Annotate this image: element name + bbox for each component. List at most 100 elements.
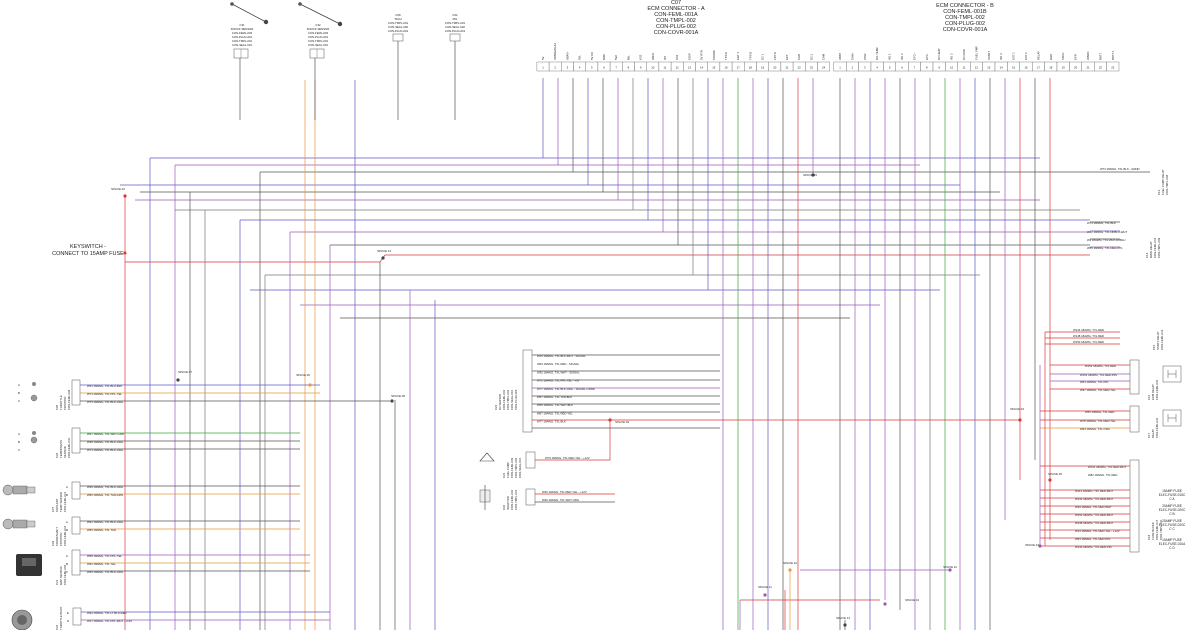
ecm-b-pin-label: INJ 1: [888, 53, 892, 60]
ecm-b-pin-number: 8: [926, 66, 928, 70]
svg-text:A: A: [66, 554, 68, 558]
ecm-a-pin-number: 24: [822, 66, 826, 70]
ecm-b-pin-label: INJ 4: [999, 53, 1003, 60]
svg-text:START RELAY: START RELAY: [1156, 331, 1160, 350]
svg-text:CON-FEML-011: CON-FEML-011: [63, 492, 67, 512]
ecm-a-pin-label: KS2: [639, 54, 643, 60]
ecm-connector-a: C07 ECM CONNECTOR - A CON-FEML-001A CON-…: [536, 0, 830, 72]
svg-text:CON-FEML-008: CON-FEML-008: [67, 389, 71, 410]
c24-line-2: CON-FEML-009: [510, 457, 514, 478]
ecm-b-pin-number: 15: [1012, 66, 1016, 70]
c23-wire-label: W77 18AWG, TXL BLK-ORG - SIGNAL GRND: [537, 387, 595, 391]
c32-line-1: KNOCK SENSOR: [307, 27, 330, 31]
splice-09: SPLICE 09: [608, 418, 629, 424]
svg-text:C26: C26: [55, 452, 59, 458]
ecm-a-pin-label: MIL: [626, 55, 630, 60]
c08-line-2: CON-TMPL-001: [388, 21, 409, 25]
svg-text:SPLICE 10: SPLICE 10: [783, 561, 797, 565]
svg-text:20AMP FUSE: 20AMP FUSE: [1162, 504, 1182, 508]
svg-text:W39 18AWG, TXL BLK-ORG: W39 18AWG, TXL BLK-ORG: [87, 570, 123, 574]
c23-line-0: C23: [494, 404, 498, 410]
ecm-b-pin-label: O2 GND: [962, 49, 966, 60]
svg-text:C14: C14: [1145, 252, 1149, 258]
ecm-b-pin-number: 21: [1086, 66, 1090, 70]
splice-04: SPLICE 04: [883, 598, 919, 606]
ecm-a-pin-cell: [817, 61, 830, 72]
ecm-b-pin-number: 16: [1024, 66, 1028, 70]
ecm-a-pin-number: 10: [651, 66, 655, 70]
svg-text:SENSOR: SENSOR: [63, 446, 67, 458]
ecm-b-pin-label: INJ 3: [950, 53, 954, 60]
ecm-b-pin-label: VBAT: [838, 53, 842, 60]
keyswitch-line-0: KEYSWITCH -: [70, 244, 106, 250]
ecm-b-pin-number: 13: [987, 66, 991, 70]
svg-text:SPLICE 13: SPLICE 13: [836, 616, 850, 620]
ecm-b-pin-number: 18: [1049, 66, 1053, 70]
fuel-pump-relay-c13: W73 18AWG, TXL BLK - GRND C13 FUEL PUMP …: [1100, 167, 1169, 195]
svg-text:W82 18AWG, TXL RED: W82 18AWG, TXL RED: [1088, 473, 1117, 477]
svg-text:A: A: [18, 432, 20, 436]
ecm-a-pin-number: 16: [724, 66, 728, 70]
splice-08: SPLICE 08: [390, 394, 405, 403]
ecm-a-title-1: ECM CONNECTOR - A: [647, 6, 705, 12]
svg-text:W148 18AWG, TXL RED: W148 18AWG, TXL RED: [1073, 334, 1104, 338]
svg-text:CON-FEML-016: CON-FEML-016: [1155, 417, 1159, 438]
svg-text:20AMP FUSE: 20AMP FUSE: [1162, 519, 1182, 523]
svg-text:W140 18AWG, TXL RED-PPL: W140 18AWG, TXL RED-PPL: [1075, 545, 1113, 549]
fuel-pump-c24: C24 FUEL PUMP CON-FEML-009 CON-TMPL-006 …: [479, 451, 590, 478]
ecm-b-title-1: CON-FEML-001B: [943, 9, 987, 15]
splices: SPLICE 02 SPLICE 14 SPLICE 15 SPLICE 06 …: [111, 173, 1062, 627]
ecm-a-pin-label: VAN1: [651, 52, 655, 60]
svg-text:10AMP FUSE: 10AMP FUSE: [1162, 538, 1182, 542]
svg-text:W151 18AWG, TXL RED-PPL: W151 18AWG, TXL RED-PPL: [1080, 373, 1118, 377]
svg-text:W32 18AWG, TXL LT BLU-RED: W32 18AWG, TXL LT BLU-RED: [87, 611, 127, 615]
ecm-a-title-0: C07: [671, 0, 681, 6]
splice-03: SPLICE 03: [1010, 407, 1024, 422]
ecm-a-pin-label: IAT: [663, 56, 667, 60]
svg-text:W53 18AWG, TXL RED-PPL: W53 18AWG, TXL RED-PPL: [1075, 537, 1111, 541]
ecm-a-pin-number: 21: [785, 66, 789, 70]
top-components: C31 KNOCK SENSOR CON-FEML-003 CON-PLUG-0…: [230, 2, 466, 59]
svg-text:B: B: [18, 391, 20, 395]
svg-text:W63 18AWG, TXL ORG: W63 18AWG, TXL ORG: [1080, 427, 1110, 431]
c02-line-2: CON-TMPL-001: [445, 21, 466, 25]
svg-text:W65 18AWG, TXL TAN: W65 18AWG, TXL TAN: [87, 528, 116, 532]
svg-text:SPLICE 08: SPLICE 08: [391, 394, 405, 398]
ecm-b-pin-label: ETC-: [925, 53, 929, 60]
ecm-a-pin-label: CAM: [822, 53, 826, 60]
ecm-a-pin-label: SPARE/DLA1: [553, 43, 557, 60]
splice-11: SPLICE 11: [758, 585, 772, 597]
c08-line-3: CON-SEAL-002: [388, 25, 408, 29]
ecm-b-pin-label: O2 HEAT: [937, 48, 941, 60]
ecm-b-title-2: CON-TMPL-002: [945, 15, 985, 21]
splice-15: SPLICE 15: [803, 173, 817, 177]
svg-text:A: A: [66, 520, 68, 524]
svg-text:W12 18AWG, TXL DKBLU-WHT: W12 18AWG, TXL DKBLU-WHT: [1087, 230, 1127, 234]
ecm-b-pin-label: VSW: [863, 53, 867, 60]
c23-wire-label: W15 18AWG, TXL BLK-WHT - SIGNAL: [537, 354, 586, 358]
ecm-b-pin-label: OIL TEMP: [875, 47, 879, 60]
svg-text:C13: C13: [1157, 189, 1161, 195]
c23-line-2: CON-FEML-002: [502, 389, 506, 410]
svg-text:C21: C21: [55, 579, 59, 585]
c23-wire-label: W35 18AWG, TXL WHT - SIGNAL: [537, 370, 580, 374]
svg-text:POSITION: POSITION: [59, 533, 63, 546]
svg-text:W142 18AWG, TXL RED-WHT: W142 18AWG, TXL RED-WHT: [1075, 497, 1114, 501]
ecm-b-title-4: CON-COVR-001A: [943, 27, 988, 33]
svg-text:ELEC-FUSE-010A: ELEC-FUSE-010A: [1159, 542, 1186, 546]
svg-text:THROTTLE BODY: THROTTLE BODY: [59, 606, 63, 630]
fuse-list: 15AMP FUSE ELEC-FUSE-015C C A 20AMP FUSE…: [1159, 489, 1186, 550]
svg-text:POSITION: POSITION: [63, 397, 67, 410]
c06-line-1: INJECTOR: [506, 496, 510, 510]
ecm-a-pin-number: 19: [761, 66, 765, 70]
fuse-20amp-c: 20AMP FUSE ELEC-FUSE-020C C C: [1159, 519, 1186, 531]
ecm-a-pin-label: EOIP: [687, 53, 691, 60]
ecm-b-pin-label: EST 1: [1012, 52, 1016, 60]
svg-text:C A: C A: [1169, 497, 1175, 501]
ecm-b-pin-label: CAN+: [850, 52, 854, 60]
svg-text:W150 18AWG, TXL RED: W150 18AWG, TXL RED: [1073, 340, 1104, 344]
svg-text:W148 18AWG, TXL RED-WHT: W148 18AWG, TXL RED-WHT: [1075, 521, 1114, 525]
c32-line-2: CON-FEML-003: [308, 31, 329, 35]
